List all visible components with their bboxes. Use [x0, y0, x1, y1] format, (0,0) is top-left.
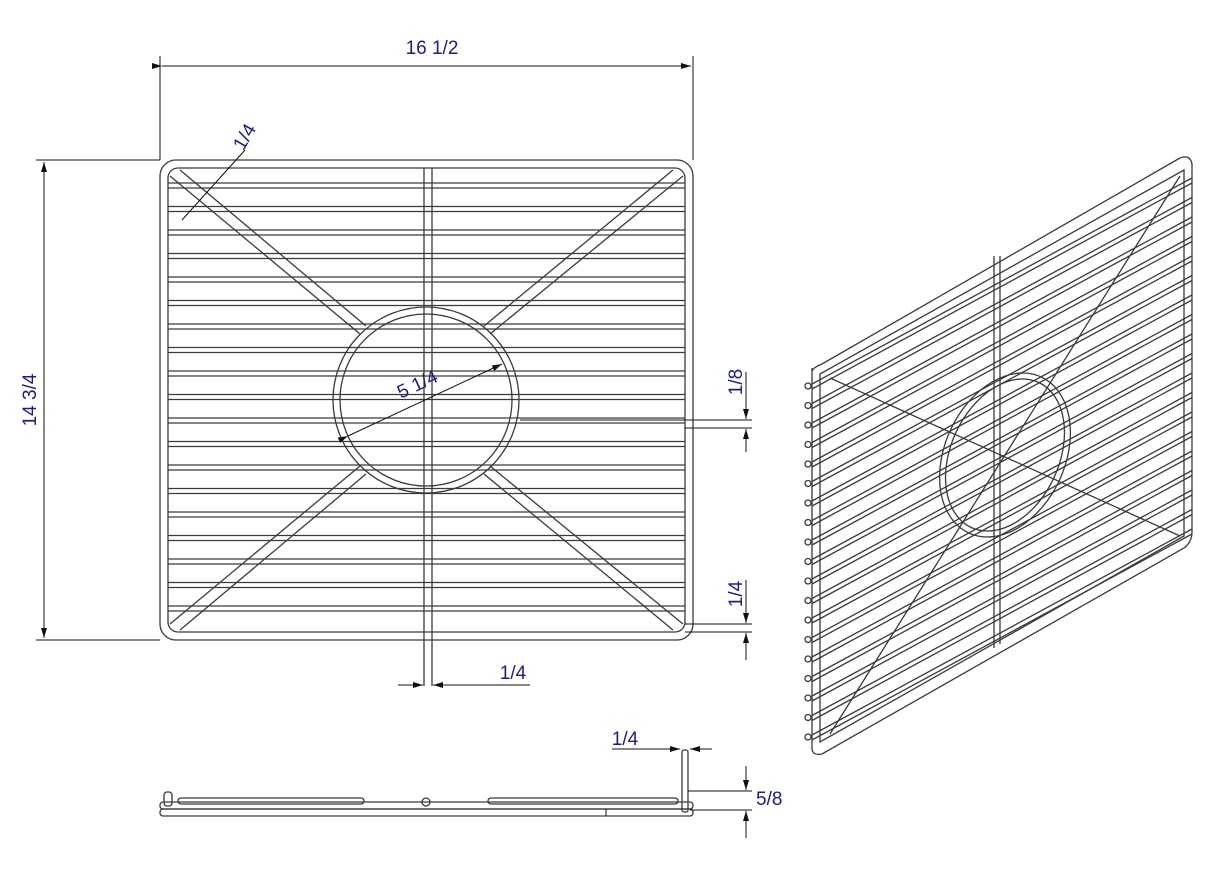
dim-overall-width: 16 1/2 [406, 38, 459, 59]
bar-end [804, 616, 812, 624]
iso-grid-bar [811, 221, 1193, 429]
iso-grid-bar [811, 469, 1193, 678]
iso-grid-bar [811, 333, 1193, 541]
outer-frame [159, 159, 694, 641]
iso-grid-bar [811, 494, 1193, 702]
iso-grid-bar [811, 313, 1193, 522]
bar-end [804, 518, 812, 527]
front-view [159, 159, 694, 686]
iso-grid-bar [811, 260, 1193, 468]
bar-end [804, 538, 812, 546]
iso-grid-bar [811, 450, 1193, 658]
dim-center-rod: 1/4 [500, 663, 527, 684]
dim-corner-rod: 1/4 [230, 120, 262, 154]
iso-grid-bar [811, 182, 1193, 390]
iso-grid-bar [811, 533, 1193, 741]
bar-end [804, 674, 812, 683]
iso-grid-bar [811, 318, 1193, 527]
dim-overall-height: 14 3/4 [20, 373, 41, 426]
bar-end [804, 401, 812, 410]
dim-hole-diameter: 5 1/4 [394, 366, 442, 403]
iso-grid-bar [811, 416, 1193, 624]
iso-grid-bar [811, 201, 1193, 410]
iso-grid-bar [811, 294, 1193, 502]
iso-grid-bar [811, 274, 1193, 483]
bar-end [804, 557, 812, 566]
iso-grid-bar [811, 435, 1193, 644]
diagonal-rod [489, 175, 684, 335]
iso-grid-bar [811, 474, 1193, 683]
bar-end [804, 499, 812, 507]
bar-end [804, 596, 812, 605]
diagonal-rod [483, 473, 674, 631]
diagonal-rod [169, 175, 361, 335]
diagonal-rod [489, 465, 684, 625]
bar-end [804, 635, 812, 644]
bar-end [804, 733, 812, 741]
iso-grid-bar [811, 338, 1193, 546]
iso-grid-bar [811, 299, 1193, 507]
iso-grid-bar [811, 240, 1193, 449]
dim-bar-diameter: 1/8 [726, 369, 747, 395]
dim-bottom-offset: 1/4 [726, 580, 747, 607]
iso-grid-bar [811, 196, 1193, 405]
bar-end [804, 382, 812, 390]
iso-grid-bar [811, 513, 1193, 722]
bar-end [804, 577, 812, 585]
iso-grid-bar [811, 177, 1193, 385]
iso-grid-bar [811, 455, 1193, 663]
iso-grid-bar [811, 216, 1193, 424]
iso-grid-bar [811, 357, 1193, 566]
iso-grid-bar [811, 255, 1193, 463]
iso-grid-bar [811, 377, 1193, 585]
diagonal-rod [169, 465, 361, 625]
iso-grid-bar [811, 411, 1193, 619]
bar-end [804, 694, 812, 702]
bar-end [804, 713, 812, 722]
diagonal-rod [179, 473, 367, 631]
iso-grid-bar [811, 528, 1193, 736]
diagonal-rod [179, 169, 367, 327]
bar-end [804, 479, 812, 488]
bar-end [804, 460, 812, 468]
dimensions: 16 1/2 14 3/4 1/4 5 1/4 1/8 1/4 1/4 [20, 38, 752, 688]
iso-grid-bar [811, 396, 1193, 605]
iso-grid-bar [811, 508, 1193, 717]
bar-end [804, 440, 812, 449]
bar-end [804, 421, 812, 429]
dim-side-rod: 1/4 [612, 729, 639, 750]
iso-grid-bar [811, 372, 1193, 580]
iso-grid-bar [811, 352, 1193, 561]
edge-view: 1/4 5/8 [159, 729, 782, 838]
dim-foot-height: 5/8 [756, 789, 782, 810]
iso-grid-bar [811, 391, 1193, 600]
iso-grid-bar [811, 235, 1193, 444]
bar-end [804, 655, 812, 663]
hole-ring-outer [332, 306, 520, 494]
diagonal-rod [483, 169, 674, 327]
isometric-view [804, 156, 1193, 756]
iso-grid-bar [811, 489, 1193, 697]
